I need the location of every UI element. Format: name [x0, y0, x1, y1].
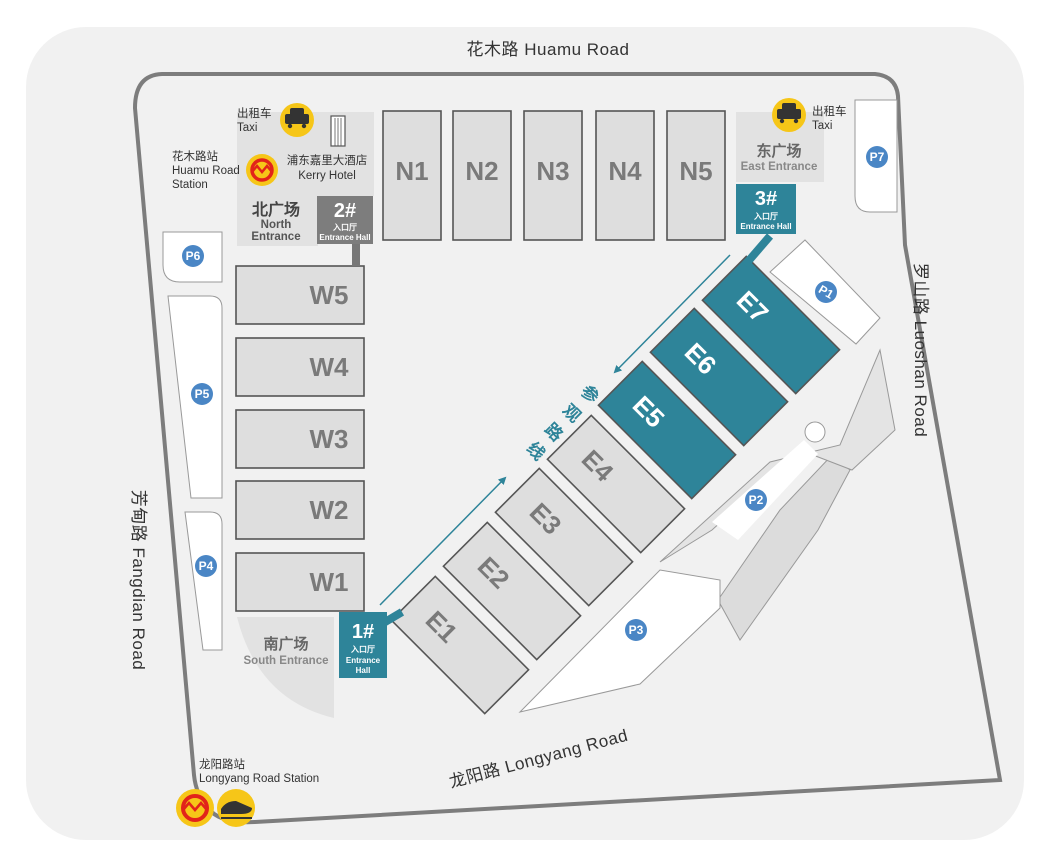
- entrance-hall-1-en-line1: Entrance: [346, 656, 381, 665]
- parking-p1-badge[interactable]: [815, 281, 837, 303]
- parking-area-p4: [184, 511, 223, 651]
- taxi-west-zh: 出租车: [237, 106, 272, 120]
- hall-w5[interactable]: [235, 265, 365, 325]
- entrance-hall-2-number: 2#: [334, 200, 356, 222]
- hall-n4-label: N4: [608, 156, 642, 186]
- east-entrance-zh: 东广场: [756, 142, 801, 160]
- metro-huamu-en-line2: Station: [172, 179, 208, 191]
- road-label-north: 花木路 Huamu Road: [467, 40, 630, 59]
- parking-p1-label: P1: [816, 282, 836, 302]
- entrance-hall-1-zh: 入口厅: [350, 645, 375, 654]
- metro-huamu-en-line1: Huamu Road: [172, 165, 240, 177]
- taxi-stand-west: 出租车 Taxi: [237, 103, 314, 137]
- parking-p6-label: P6: [186, 249, 201, 263]
- hall-w4-label: W4: [310, 352, 350, 382]
- entrance-hall-2-en: Entrance Hall: [319, 233, 370, 242]
- hall-e2[interactable]: [442, 521, 582, 661]
- road-label-east: 罗山路 Luoshan Road: [911, 263, 930, 437]
- entrance-hall-2-zh: 入口厅: [332, 223, 357, 232]
- hall-w4[interactable]: [235, 337, 365, 397]
- hotel-zh: 浦东嘉里大酒店: [287, 153, 368, 167]
- hall-w1-label: W1: [310, 567, 349, 597]
- hall-n1-label: N1: [395, 156, 428, 186]
- hall-n3[interactable]: [523, 110, 583, 241]
- kerry-hotel: 浦东嘉里大酒店 Kerry Hotel: [287, 115, 368, 182]
- south-entrance-en: South Entrance: [244, 655, 329, 667]
- hall-n2[interactable]: [452, 110, 512, 241]
- roundabout: [804, 421, 826, 443]
- parking-badges: P1 P2 P3 P4 P5 P6 P7: [182, 146, 888, 641]
- west-hall-group: W5 W4 W3 W2 W1: [235, 265, 365, 612]
- hall-w3-label: W3: [310, 424, 349, 454]
- parking-p7-label: P7: [870, 150, 885, 164]
- north-entrance-zh: 北广场: [252, 200, 300, 219]
- entrance-hall-3-zh: 入口厅: [753, 212, 778, 221]
- parking-area-p2-lot: [717, 454, 851, 641]
- parking-p2-label: P2: [749, 493, 764, 507]
- parking-p3-label: P3: [629, 623, 644, 637]
- south-entrance-zh: 南广场: [263, 635, 308, 653]
- hall-n4[interactable]: [595, 110, 655, 241]
- north-entrance-en-line1: North: [261, 219, 292, 231]
- hall-w2[interactable]: [235, 480, 365, 540]
- visit-route-arrow-up: [379, 476, 507, 606]
- entrance-hall-2[interactable]: 2# 入口厅 Entrance Hall: [317, 196, 373, 244]
- visit-route-arrow-down: [613, 254, 731, 374]
- entrance-hall-1[interactable]: 1# 入口厅 Entrance Hall: [339, 612, 387, 678]
- parking-p4-badge[interactable]: [195, 555, 217, 577]
- hall-e6[interactable]: [649, 307, 789, 447]
- connector-hall-3: [741, 233, 774, 268]
- hall-w2-label: W2: [310, 495, 349, 525]
- parking-p2-badge[interactable]: [745, 489, 767, 511]
- east-entrance-en: East Entrance: [741, 161, 818, 173]
- taxi-west-en: Taxi: [237, 122, 257, 134]
- hall-e1[interactable]: [390, 575, 530, 715]
- hall-n2-label: N2: [465, 156, 498, 186]
- parking-area-p3: [518, 569, 721, 713]
- taxi-east-zh: 出租车: [812, 104, 847, 118]
- hall-e3[interactable]: [494, 467, 634, 607]
- hall-n5[interactable]: [666, 110, 726, 241]
- hall-w1[interactable]: [235, 552, 365, 612]
- entrance-hall-1-en-line2: Hall: [356, 666, 371, 675]
- north-hall-group: N1 N2 N3 N4 N5: [382, 110, 726, 241]
- entrance-hall-3[interactable]: 3# 入口厅 Entrance Hall: [736, 184, 796, 234]
- hall-e7[interactable]: [701, 255, 841, 395]
- hall-w5-label: W5: [310, 280, 349, 310]
- hotel-en: Kerry Hotel: [298, 170, 356, 182]
- east-hall-group: E1 E2 E3 E4 E5 E6 E7: [390, 255, 841, 715]
- metro-longyang-zh: 龙阳路站: [199, 757, 245, 771]
- north-entrance-en-line2: Entrance: [251, 231, 300, 243]
- parking-p4-label: P4: [199, 559, 214, 573]
- metro-huamu-station: 花木路站 Huamu Road Station: [172, 149, 278, 191]
- hall-e4[interactable]: [546, 414, 686, 554]
- hall-n3-label: N3: [536, 156, 569, 186]
- parking-p5-label: P5: [195, 387, 210, 401]
- hall-n5-label: N5: [679, 156, 712, 186]
- parking-p7-badge[interactable]: [866, 146, 888, 168]
- parking-p6-badge[interactable]: [182, 245, 204, 267]
- parking-p5-badge[interactable]: [191, 383, 213, 405]
- taxi-east-en: Taxi: [812, 120, 832, 132]
- metro-longyang-en: Longyang Road Station: [199, 773, 319, 785]
- entrance-hall-3-number: 3#: [755, 188, 777, 210]
- parking-p3-badge[interactable]: [625, 619, 647, 641]
- parking-area-p2-white: [712, 440, 818, 540]
- metro-huamu-zh: 花木路站: [172, 149, 218, 163]
- south-plaza: [237, 617, 334, 718]
- entrance-hall-1-number: 1#: [352, 621, 374, 643]
- road-label-west: 芳甸路 Fangdian Road: [129, 490, 148, 670]
- hall-e5[interactable]: [597, 360, 737, 500]
- entrance-hall-3-en: Entrance Hall: [740, 222, 791, 231]
- hall-n1[interactable]: [382, 110, 442, 241]
- taxi-stand-east: 出租车 Taxi: [772, 98, 847, 132]
- hall-w3[interactable]: [235, 409, 365, 469]
- metro-longyang-station: 龙阳路站 Longyang Road Station: [176, 757, 319, 827]
